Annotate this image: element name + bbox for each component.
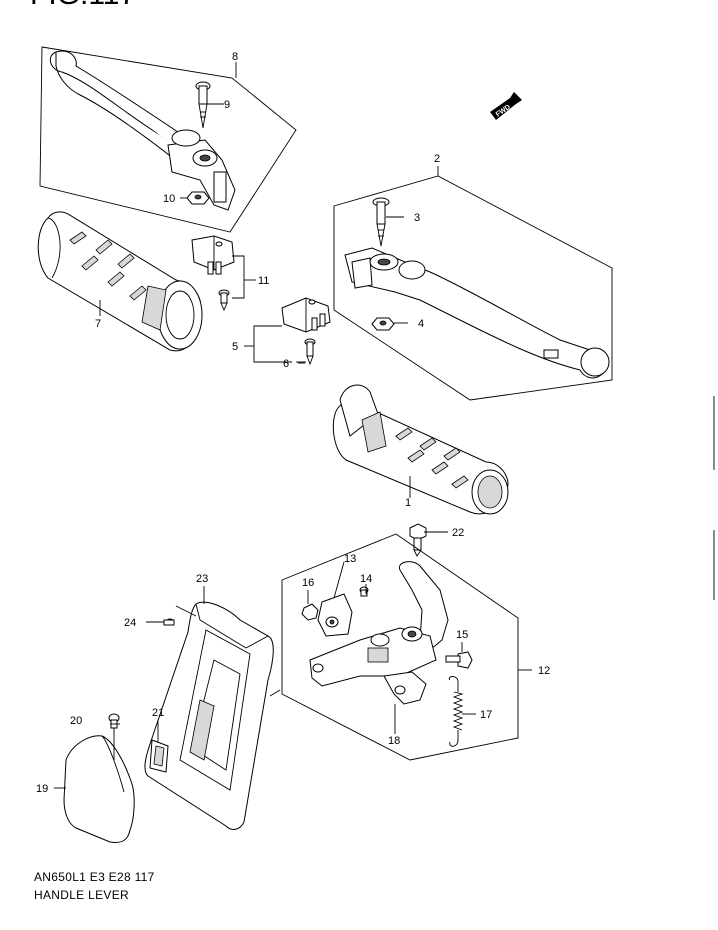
callout-4: 4 (418, 318, 424, 330)
grip-left[interactable] (37, 211, 203, 352)
callout-24: 24 (124, 617, 136, 629)
callout-16: 16 (302, 577, 314, 589)
callout-23: 23 (196, 573, 208, 585)
screw-14[interactable] (359, 586, 369, 597)
bolt-15[interactable] (445, 651, 473, 669)
callout-19: 19 (36, 783, 48, 795)
model-code: AN650L1 E3 E28 117 (34, 870, 155, 884)
rear-brake-lever[interactable] (49, 50, 236, 211)
grip-right[interactable] (332, 384, 509, 515)
section-name: HANDLE LEVER (34, 888, 129, 902)
front-brake-lever[interactable] (344, 247, 610, 379)
lever-bolt-9[interactable] (195, 81, 211, 129)
callout-13: 13 (344, 553, 356, 565)
figure-title: FIG.117 (30, 0, 136, 12)
callout-2: 2 (434, 153, 440, 165)
lever-nut-10[interactable] (186, 191, 210, 205)
callout-15: 15 (456, 629, 468, 641)
callout-22: 22 (452, 527, 464, 539)
lever-bolt-3[interactable] (372, 197, 390, 247)
callout-20: 20 (70, 715, 82, 727)
callout-18: 18 (388, 735, 400, 747)
switch-screw-6[interactable] (304, 338, 316, 366)
group-box-2 (333, 166, 613, 401)
callout-6: 6 (283, 358, 289, 370)
cover-19[interactable] (63, 735, 135, 843)
callout-21: 21 (152, 707, 164, 719)
group-box-12 (281, 533, 532, 761)
callout-8: 8 (232, 51, 238, 63)
fwd-arrow-icon: FWD (490, 92, 522, 120)
bolt-22[interactable] (409, 523, 427, 557)
callout-17: 17 (480, 709, 492, 721)
screw-20[interactable] (108, 713, 120, 729)
lever-cover-23[interactable] (144, 601, 274, 830)
parking-lever-assembly[interactable] (309, 561, 449, 687)
callout-9: 9 (224, 99, 230, 111)
switch-13[interactable] (317, 561, 353, 637)
brake-light-switch-11[interactable] (191, 235, 235, 275)
bracket-18[interactable] (383, 671, 427, 728)
callout-14: 14 (360, 573, 372, 585)
fwd-label: FWD (495, 104, 512, 119)
spring-17[interactable] (448, 676, 464, 747)
group-box-8 (39, 46, 297, 233)
callout-10: 10 (163, 193, 175, 205)
brake-light-switch-5[interactable] (281, 297, 331, 333)
callout-7: 7 (95, 318, 101, 330)
callout-11: 11 (258, 275, 269, 287)
leader-5-6 (244, 325, 306, 363)
callout-numbers: 8 9 10 2 3 4 11 5 6 7 1 22 12 13 14 16 1… (36, 51, 550, 795)
callout-12: 12 (538, 665, 550, 677)
leader-lines (54, 103, 476, 789)
cushion-21[interactable] (149, 739, 169, 773)
nut-16[interactable] (301, 603, 319, 621)
callout-3: 3 (414, 212, 420, 224)
callout-1: 1 (405, 497, 411, 509)
screw-24[interactable] (163, 618, 175, 626)
leader-11 (232, 255, 256, 299)
callout-5: 5 (232, 341, 238, 353)
lever-nut-4[interactable] (371, 317, 395, 331)
switch-screw-11[interactable] (218, 289, 230, 312)
